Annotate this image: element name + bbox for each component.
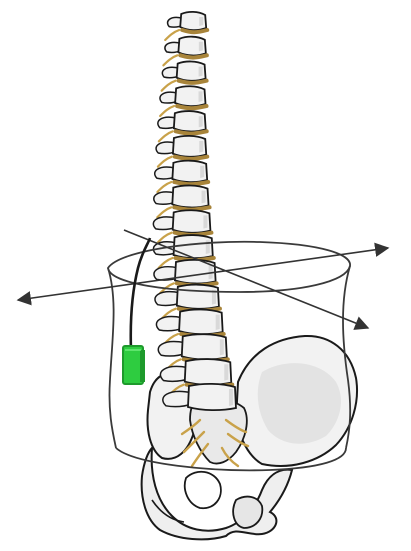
vertebra-shade — [216, 315, 220, 330]
sensor-side — [140, 350, 145, 382]
nerve-root — [159, 131, 173, 141]
vertebra-shade — [199, 91, 203, 102]
intervertebral-disc — [177, 106, 206, 108]
intervertebral-disc — [182, 30, 207, 32]
vertebra-shade — [199, 141, 203, 153]
nerve-root — [160, 106, 174, 116]
vertebra-shade — [199, 67, 203, 77]
intervertebral-disc — [179, 81, 207, 83]
nerve-root — [158, 157, 172, 167]
nerve-root — [157, 182, 171, 192]
intervertebral-disc — [174, 207, 209, 209]
vertebra-shade — [200, 166, 204, 178]
vertebra-shade — [203, 215, 207, 228]
nerve-root — [157, 207, 171, 217]
vertebra-shade — [224, 364, 228, 380]
sensor-device — [123, 346, 145, 384]
right-iliac-shade — [258, 363, 341, 444]
vertebra-shade — [199, 17, 203, 26]
nerve-root — [165, 30, 179, 40]
intervertebral-disc — [174, 182, 208, 184]
intervertebral-disc — [180, 55, 206, 57]
vertebra-shade — [199, 42, 203, 52]
vertebral-column — [153, 12, 236, 410]
vertebra-shade — [229, 389, 233, 406]
nerve-root — [162, 81, 176, 91]
band-left-edge — [108, 268, 116, 448]
vertebra-shade — [199, 116, 203, 127]
nerve-root — [163, 55, 177, 65]
vertebra-shade — [202, 191, 206, 204]
vertebral-body — [188, 384, 236, 410]
obturator-foramen — [185, 472, 221, 508]
intervertebral-disc — [176, 131, 207, 133]
vertebra-shade — [220, 339, 224, 355]
intervertebral-disc — [175, 157, 207, 159]
